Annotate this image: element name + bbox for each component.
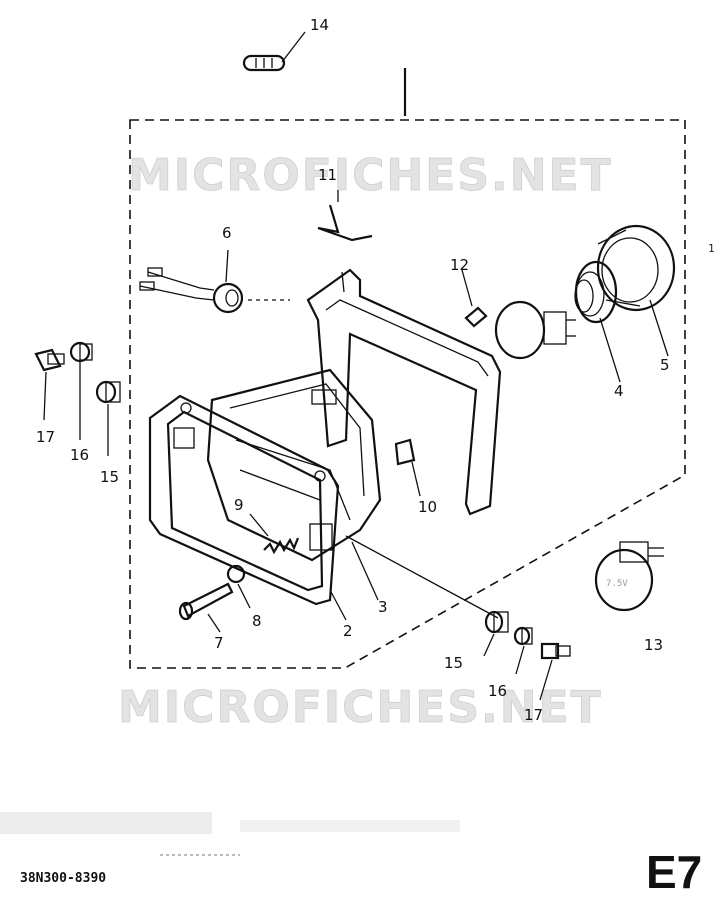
callout-15-left: 15 <box>100 468 119 486</box>
callout-16-right: 16 <box>488 682 507 700</box>
right-grommet-part <box>483 610 509 657</box>
callout-9: 9 <box>234 496 244 514</box>
headlight-rim-part <box>148 394 340 606</box>
callout-12: 12 <box>450 256 469 274</box>
callout-16-left: 16 <box>70 446 89 464</box>
washer-part <box>226 564 251 609</box>
bulb-socket-part <box>574 260 621 383</box>
callout-10: 10 <box>418 498 437 516</box>
watermark-top: MICROFICHES.NET <box>128 150 613 201</box>
callout-17-right: 17 <box>524 706 543 724</box>
callout-6: 6 <box>222 224 232 242</box>
adjust-screw-part <box>461 269 488 328</box>
edge-fragment: 1 <box>708 242 715 255</box>
callout-15-right: 15 <box>444 654 463 672</box>
assembly-boundary <box>129 119 686 669</box>
scan-noise-strip <box>0 812 460 856</box>
nut-part <box>394 438 421 497</box>
spring-part <box>249 513 300 555</box>
callout-3: 3 <box>378 598 388 616</box>
watermark-bottom: MICROFICHES.NET <box>118 682 603 733</box>
left-collar-part <box>69 341 93 440</box>
callout-13: 13 <box>644 636 663 654</box>
callout-4: 4 <box>614 382 624 400</box>
callout-8: 8 <box>252 612 262 630</box>
left-grommet-part <box>95 380 121 456</box>
bulb-small-part <box>242 31 306 72</box>
right-bolt-part <box>539 642 571 701</box>
callout-17-left: 17 <box>36 428 55 446</box>
svg-text:7.5V: 7.5V <box>606 579 628 589</box>
callout-5: 5 <box>660 356 670 374</box>
rubber-cover-part <box>596 224 676 357</box>
callout-7: 7 <box>214 634 224 652</box>
halogen-bulb-part <box>494 300 576 360</box>
spare-bulb-part: 7.5V <box>594 541 664 612</box>
part-code: 38N300-8390 <box>20 871 106 886</box>
callout-2: 2 <box>343 622 353 640</box>
socket-with-wires-part <box>139 249 290 314</box>
screw-part <box>178 582 234 633</box>
callout-14: 14 <box>310 16 329 34</box>
page-code: E7 <box>646 846 702 898</box>
right-collar-part <box>513 626 533 675</box>
left-bolt-part <box>34 348 65 421</box>
headlight-case-part <box>306 268 502 516</box>
headlight-unit-part <box>206 368 382 562</box>
callout-11: 11 <box>318 166 337 184</box>
clip-part <box>317 190 373 242</box>
